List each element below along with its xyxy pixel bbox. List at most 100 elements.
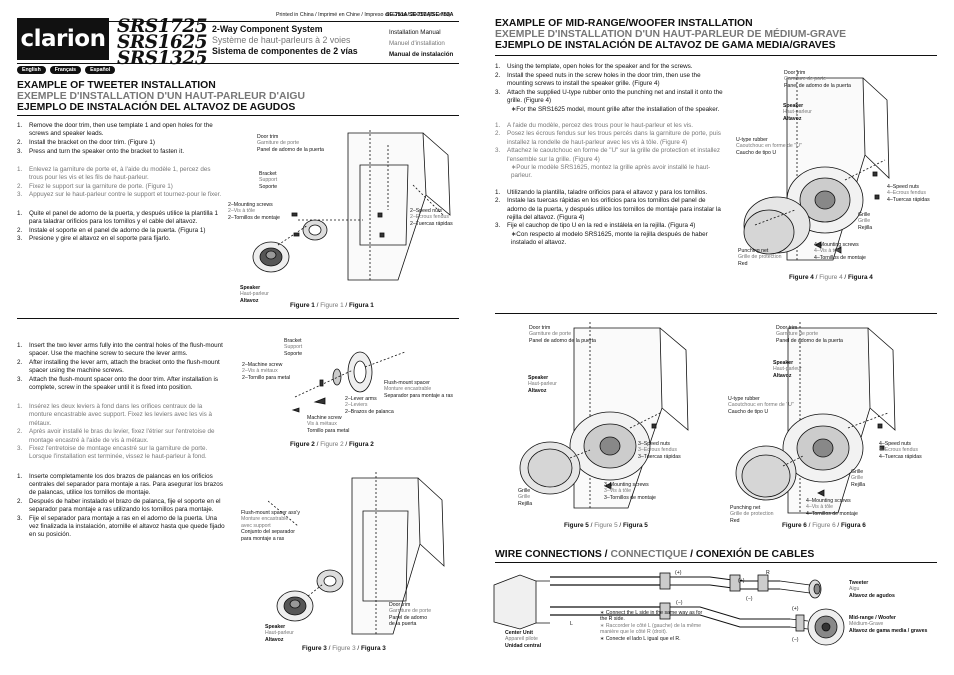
label-es: 4–Tuercas rápidas bbox=[887, 196, 930, 203]
label-fr: Garniture de porte bbox=[389, 608, 432, 615]
fig5-speaker-label: Speaker Haut-parleur Altavoz bbox=[528, 375, 557, 394]
midrange-steps: 1.Using the template, open holes for the… bbox=[495, 63, 723, 248]
fig2-lever-arms-label: 2–Lever arms 2–Leviers 2–Brazos de palan… bbox=[345, 396, 394, 415]
figure-1-illustration bbox=[252, 130, 451, 281]
label-en: 4–Speed nuts bbox=[879, 441, 912, 447]
label-es: Altavoz bbox=[240, 297, 259, 304]
step-text: Presione y gire el altavoz en el soporte… bbox=[29, 235, 171, 243]
wiring-center-unit-label: Center Unit Appareil pilote Unidad centr… bbox=[505, 630, 541, 649]
tweeter-heading-en: EXAMPLE OF TWEETER INSTALLATION bbox=[17, 80, 216, 91]
label-en: Punching net bbox=[730, 505, 761, 511]
fig5-mounting-label: 3–Mounting screws 3–Vis à tôle 3–Tornill… bbox=[604, 482, 656, 501]
label-en: Tweeter bbox=[849, 580, 869, 586]
list-item: 2.After installing the lever arm, attach… bbox=[17, 358, 220, 375]
label-es: Caucho de tipo U bbox=[728, 408, 769, 415]
model-list: SRS1725 SRS1625 SRS1325 bbox=[117, 17, 208, 69]
label-es: Altavoz de agudos bbox=[849, 592, 895, 599]
label-en: Bracket bbox=[284, 338, 302, 344]
list-item: 2.Après avoir installé le bras du levier… bbox=[17, 428, 215, 444]
list-item: 3.Appuyez sur le haut-parleur contre le … bbox=[17, 191, 222, 199]
step-text: Using the template, open holes for the s… bbox=[507, 63, 693, 70]
step-text: Quite el panel de adorno de la puerta, y… bbox=[29, 209, 219, 225]
label-es: Panel de adorno de la puerta bbox=[784, 82, 851, 89]
fig3-flush-label: Flush-mount spacer ass'y Monture encastr… bbox=[241, 510, 300, 542]
label-en: Grille bbox=[858, 212, 871, 218]
figure-3-caption: Figure 3 / Figure 3 / Figura 3 bbox=[302, 645, 386, 652]
fig6-punching-label: Punching net Grille de protection Red bbox=[730, 505, 774, 524]
label-en: U-type rubber bbox=[728, 396, 760, 402]
tweeter-steps-fr: 1.Enlevez la garniture de porte et, à l'… bbox=[17, 166, 225, 200]
fig2-bracket-label: Bracket Support Soporte bbox=[284, 338, 302, 357]
wiring-heading: WIRE CONNECTIONS / CONNECTIQUE / CONEXIÓ… bbox=[495, 549, 815, 560]
list-item: 1.Insert the two lever arms fully into t… bbox=[17, 342, 223, 358]
tweeter-steps-en: 1.Remove the door trim, then use templat… bbox=[17, 122, 225, 156]
label-fr: Caoutchouc en forme de "U" bbox=[736, 143, 802, 150]
label-en: Mid-range / Woofer bbox=[849, 615, 896, 621]
fig1-speed-nuts-label: 2–Speed nuts 2–Ecrous fendus 2–Tuercas r… bbox=[410, 208, 453, 227]
model-3: SRS1325 bbox=[117, 48, 208, 69]
label-es: 2–Tuercas rápidas bbox=[410, 220, 453, 227]
list-item: 2.Después de haber instalado el brazo de… bbox=[17, 497, 221, 513]
list-item: 1.Inserte completamente los dos brazos d… bbox=[17, 472, 223, 497]
label-es: Soporte bbox=[259, 183, 278, 190]
label-es: Separador para montaje a ras bbox=[384, 392, 453, 399]
wiring-heading-en: WIRE CONNECTIONS bbox=[495, 549, 602, 560]
step-text: Utilizando la plantilla, taladre orifici… bbox=[507, 188, 708, 196]
label-en: Center Unit bbox=[505, 630, 533, 636]
fig6-speaker-label: Speaker Haut-parleur Altavoz bbox=[773, 360, 802, 379]
label-en: 2–Machine screw bbox=[242, 362, 283, 368]
step-text: Después de haber instalado el brazo de p… bbox=[29, 497, 221, 513]
tweeter-steps: 1.Remove the door trim, then use templat… bbox=[17, 122, 225, 244]
label-es2: de la puerta bbox=[389, 621, 417, 628]
list-item: 2.Fixez le support sur la garniture de p… bbox=[17, 182, 173, 190]
label-fr: Garniture de porte bbox=[529, 331, 572, 338]
caption-es: Figura 6 bbox=[840, 522, 866, 529]
step-text: Instale las tuercas rápidas en los orifi… bbox=[507, 197, 721, 221]
fig5-speed-label: 3–Speed nuts 3–Ecrous fendus 3–Tuercas r… bbox=[638, 441, 681, 460]
label-fr: 2–Ecrous fendus bbox=[410, 214, 449, 221]
manual-es: Manual de instalación bbox=[389, 51, 454, 58]
caption-es: Figura 4 bbox=[847, 274, 873, 281]
figure-1-caption: Figure 1 / Figure 1 / Figura 1 bbox=[290, 302, 374, 309]
fig6-utype-label: U-type rubber Caoutchouc en forme de "U"… bbox=[728, 396, 794, 415]
label-en: 2–Speed nuts bbox=[410, 208, 443, 214]
caption-es: Figura 1 bbox=[348, 302, 374, 309]
label-es: 3–Tornillos de montaje bbox=[604, 494, 656, 501]
figure-5-illustration bbox=[519, 322, 689, 509]
wiring-plus-1: (+) bbox=[675, 570, 682, 576]
list-item: 1.Enlevez la garniture de porte et, à l'… bbox=[17, 165, 211, 182]
tweeter-steps-es: 1.Quite el panel de adorno de la puerta,… bbox=[17, 210, 225, 244]
caption-en: Figure 1 bbox=[290, 302, 315, 309]
caption-es: Figura 5 bbox=[622, 522, 648, 529]
wiring-heading-es: CONEXIÓN DE CABLES bbox=[695, 549, 815, 560]
fig3-speaker-label: Speaker Haut-parleur Altavoz bbox=[265, 624, 294, 643]
label-fr: 3–Vis à tôle bbox=[604, 488, 632, 495]
tweeter-divider bbox=[17, 318, 459, 319]
step-text: Fije el separador para montaje a ras en … bbox=[29, 514, 225, 539]
list-item: 1.Insérez les deux leviers à fond dans l… bbox=[17, 403, 213, 427]
caption-fr: Figure 2 bbox=[320, 441, 344, 448]
wiring-l-label: L bbox=[570, 621, 573, 627]
label-es: Red bbox=[730, 517, 740, 524]
label-es: Altavoz bbox=[265, 636, 284, 643]
label-es: Altavoz bbox=[773, 372, 792, 379]
label-es: 2–Tornillo para metal bbox=[242, 374, 291, 381]
title-fr: Système de haut-parleurs à 2 voies bbox=[212, 35, 351, 45]
step-text: Instale el soporte en el panel de adorno… bbox=[29, 226, 206, 234]
label-fr: Grille de protection bbox=[730, 511, 774, 518]
wiring-plus-2: (+) bbox=[738, 578, 745, 584]
label-fr: Vis à métaux bbox=[307, 421, 337, 428]
step-text: Attachez le caoutchouc en forme de "U" s… bbox=[507, 147, 721, 163]
manual-fr: Manuel d'installation bbox=[389, 40, 445, 47]
label-en: Grille bbox=[518, 488, 531, 494]
midrange-note-fr: ∗Pour le modèle SRS1625, montez la grill… bbox=[511, 164, 711, 180]
caption-en: Figure 6 bbox=[782, 522, 807, 529]
step-text: Fije el cauchop de tipo U en la red e in… bbox=[507, 222, 696, 230]
list-item: 3.Fije el cauchop de tipo U en la red e … bbox=[495, 222, 696, 230]
title-block: 2-Way Component System Système de haut-p… bbox=[212, 24, 358, 57]
list-item: 1.Remove the door trim, then use templat… bbox=[17, 122, 213, 138]
fig5-grille-label: Grille Grille Rejilla bbox=[518, 488, 532, 507]
wiring-tweeter-label: Tweeter Aigu Altavoz de agudos bbox=[849, 580, 895, 599]
lang-spanish: Español bbox=[85, 66, 116, 74]
label-en: Machine screw bbox=[307, 415, 342, 421]
